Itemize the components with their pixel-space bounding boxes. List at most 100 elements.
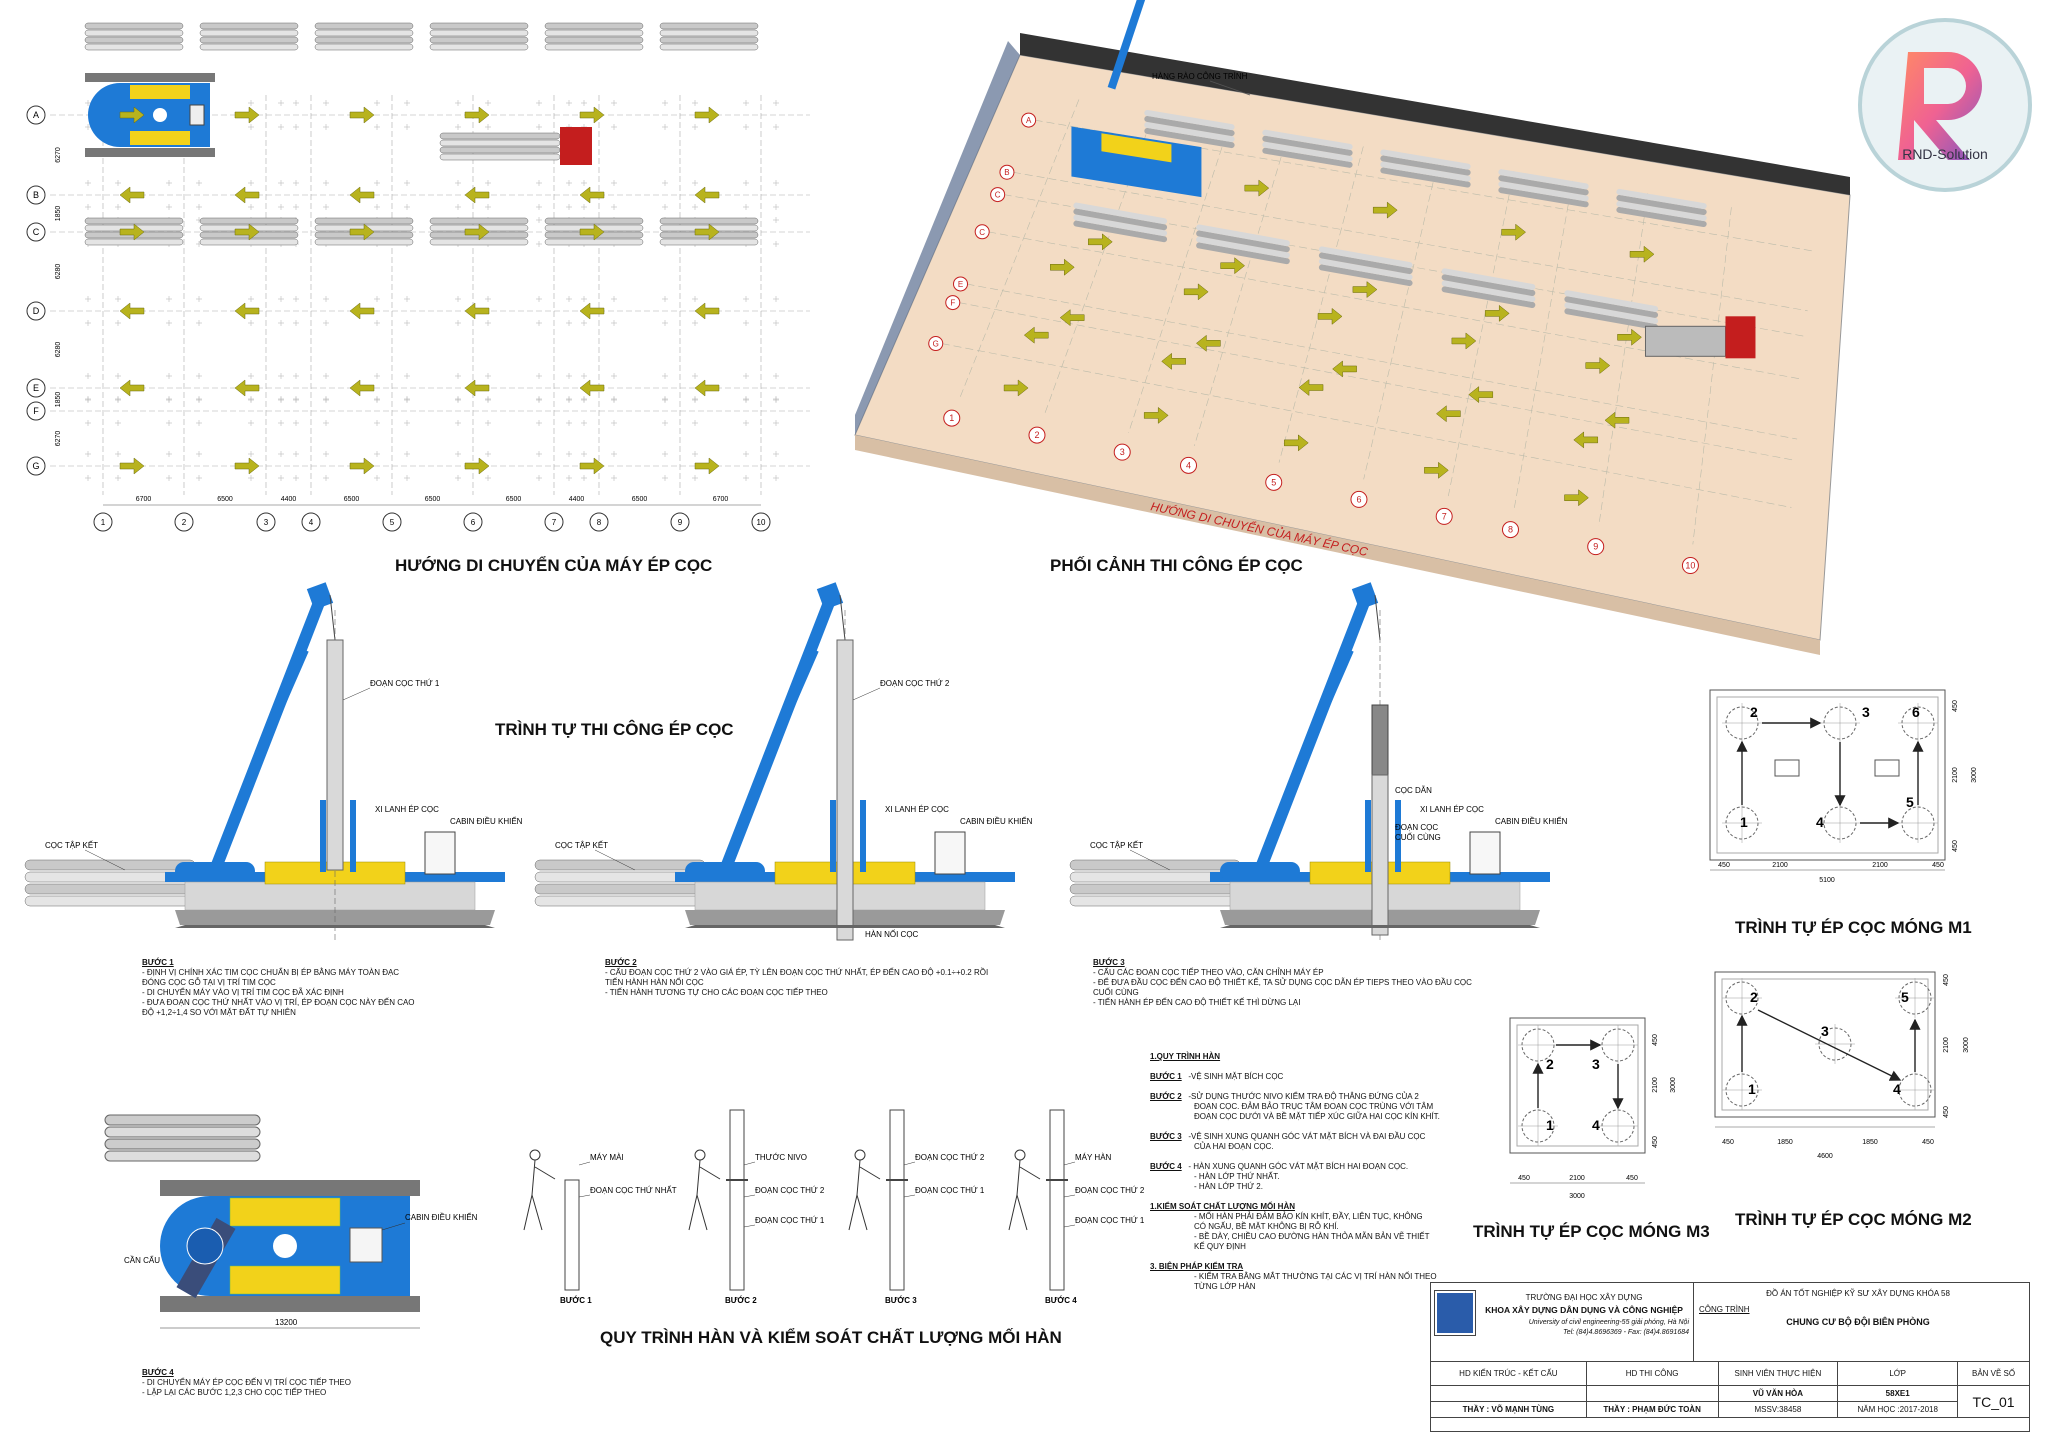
dim-text: 2100 xyxy=(1952,767,1959,783)
arrow-right-icon xyxy=(694,223,720,241)
rnd-logo-text: RND-Solution xyxy=(1902,146,1988,162)
pile-stack xyxy=(104,1114,261,1162)
arrow-right-icon xyxy=(119,223,145,241)
persp-col-marker xyxy=(1501,521,1519,539)
col-dim: 6500 xyxy=(217,496,233,503)
arrow-right-icon xyxy=(119,106,145,124)
persp-crane xyxy=(1107,0,1146,90)
pile-number: 3 xyxy=(1862,704,1870,720)
arrow-left-icon xyxy=(349,186,375,204)
pile-bundle xyxy=(544,22,644,51)
step1-line: ĐÓNG CỌC GỖ TẠI VỊ TRÍ TIM CỌC xyxy=(142,978,276,987)
pile-number: 6 xyxy=(1912,704,1920,720)
persp-row-label: A xyxy=(1026,116,1032,125)
pile-bundle xyxy=(84,22,184,51)
arrow-left-icon xyxy=(119,302,145,320)
arrow-right-icon xyxy=(1501,223,1527,241)
dim-text: 450 xyxy=(1722,1139,1734,1146)
pile-number: 1 xyxy=(1748,1081,1756,1097)
welding-title: QUY TRÌNH HÀN VÀ KIỂM SOÁT CHẤT LƯỢNG MỐ… xyxy=(600,1328,1062,1347)
pile-number: 2 xyxy=(1750,989,1758,1005)
lop: LỚP xyxy=(1837,1361,1959,1386)
arrow-right-icon xyxy=(1284,434,1309,452)
weld-q: - BỀ DÀY, CHIỀU CAO ĐƯỜNG HÀN THỎA MÃN B… xyxy=(1194,1232,1430,1241)
pile xyxy=(1049,1109,1065,1291)
persp-col-marker xyxy=(1587,538,1605,556)
plan-title: HƯỚNG DI CHUYỂN CỦA MÁY ÉP CỌC xyxy=(395,556,713,575)
persp-pile-bundle xyxy=(1564,290,1659,330)
dim-total: 5100 xyxy=(1819,877,1835,884)
weld-q: - MỐI HÀN PHẢI ĐẢM BẢO KÍN KHÍT, ĐẦY, LI… xyxy=(1194,1212,1423,1221)
pile xyxy=(889,1109,905,1291)
welding-step-label: BƯỚC 3 xyxy=(885,1296,917,1305)
persp-row-label: E xyxy=(958,280,963,289)
persp-col-label: 3 xyxy=(1120,447,1125,457)
dim-total: 3000 xyxy=(1963,1037,1970,1053)
persp-pile-bundle xyxy=(1318,246,1413,287)
step4-line: - DI CHUYỂN MÁY ÉP CỌC ĐẾN VỊ TRÍ CỌC TI… xyxy=(142,1378,351,1387)
arrow-right-icon xyxy=(1564,489,1589,507)
weld-s4: - HÀN LỚP THỨ 2. xyxy=(1194,1182,1263,1191)
weld-s3t: BƯỚC 3 xyxy=(1150,1132,1182,1141)
rnd-logo-mark-icon xyxy=(1898,52,1982,160)
dim-text: 450 xyxy=(1626,1175,1638,1182)
mssv: MSSV:38458 xyxy=(1717,1401,1839,1418)
dim-text: 450 xyxy=(1943,974,1950,986)
col-label: 9 xyxy=(678,518,683,527)
weld-h2: 1.KIỂM SOÁT CHẤT LƯỢNG MỐI HÀN xyxy=(1150,1202,1296,1211)
persp-col-marker xyxy=(1681,557,1699,575)
pile-number: 4 xyxy=(1592,1117,1600,1133)
truck-cab xyxy=(560,127,592,165)
worker-icon xyxy=(1014,1149,1026,1161)
welding-label: ĐOẠN CỌC THỨ NHẤT xyxy=(590,1185,677,1195)
persp-col-marker xyxy=(1113,443,1131,461)
step3-title: BƯỚC 3 xyxy=(1093,958,1125,967)
step3-line: - CẨU CÁC ĐOẠN CỌC TIẾP THEO VÀO, CĂN CH… xyxy=(1093,968,1324,977)
pile xyxy=(564,1179,580,1291)
step1-title: BƯỚC 1 xyxy=(142,958,174,967)
col-marker xyxy=(301,512,321,532)
arrow-left-icon xyxy=(1332,360,1357,378)
weld-s4t: BƯỚC 4 xyxy=(1150,1162,1182,1171)
col-dim: 4400 xyxy=(569,496,585,503)
arrow-left-icon xyxy=(1161,352,1186,370)
step2-line: - TIẾN HÀNH TƯƠNG TỰ CHO CÁC ĐOẠN CỌC TI… xyxy=(605,988,828,997)
arrow-left-icon xyxy=(119,186,145,204)
weld-s4: - HÀN LỚP THỨ NHẤT. xyxy=(1194,1172,1280,1181)
row-marker xyxy=(26,222,46,242)
arrow-right-icon xyxy=(1088,233,1113,251)
persp-pile-bundle xyxy=(1262,129,1353,168)
track-bottom xyxy=(160,1296,420,1312)
fence-label: HÀNG RÀO CÔNG TRÌNH xyxy=(1152,72,1248,81)
dim-total: 3000 xyxy=(1971,767,1978,783)
arrow-right-icon xyxy=(1003,379,1029,397)
persp-col-marker xyxy=(1028,426,1046,444)
arrow-right-icon xyxy=(349,223,375,241)
cabin xyxy=(424,831,456,875)
cylinder xyxy=(830,800,836,872)
extra-label: CUỐI CÙNG xyxy=(1395,832,1441,842)
arrow-right-icon xyxy=(234,106,260,124)
arrow-left-icon xyxy=(1059,309,1085,327)
persp-truck-cab xyxy=(1725,316,1756,359)
col-marker xyxy=(256,512,276,532)
row-marker xyxy=(26,185,46,205)
teacher-2: THẦY : PHẠM ĐỨC TOÀN xyxy=(1585,1401,1719,1418)
pile-number: 5 xyxy=(1906,794,1914,810)
arrow-left-icon xyxy=(694,302,720,320)
arrow-right-icon xyxy=(234,457,260,475)
step2-title: BƯỚC 2 xyxy=(605,958,637,967)
pile-number: 4 xyxy=(1816,814,1824,830)
row-dim: 6270 xyxy=(55,147,62,163)
row-label: F xyxy=(33,406,39,416)
counterweight xyxy=(229,1265,341,1295)
row-label: A xyxy=(33,110,39,120)
step1-line: ĐỘ +1,2÷1,4 SO VỚI MẶT ĐẤT TỰ NHIÊN xyxy=(142,1008,296,1017)
dim-text: 2100 xyxy=(1652,1077,1659,1093)
arrow-left-icon xyxy=(234,186,260,204)
arrow-right-icon xyxy=(579,457,605,475)
pile-hole xyxy=(273,1234,297,1258)
persp-col-label: 2 xyxy=(1034,430,1039,440)
